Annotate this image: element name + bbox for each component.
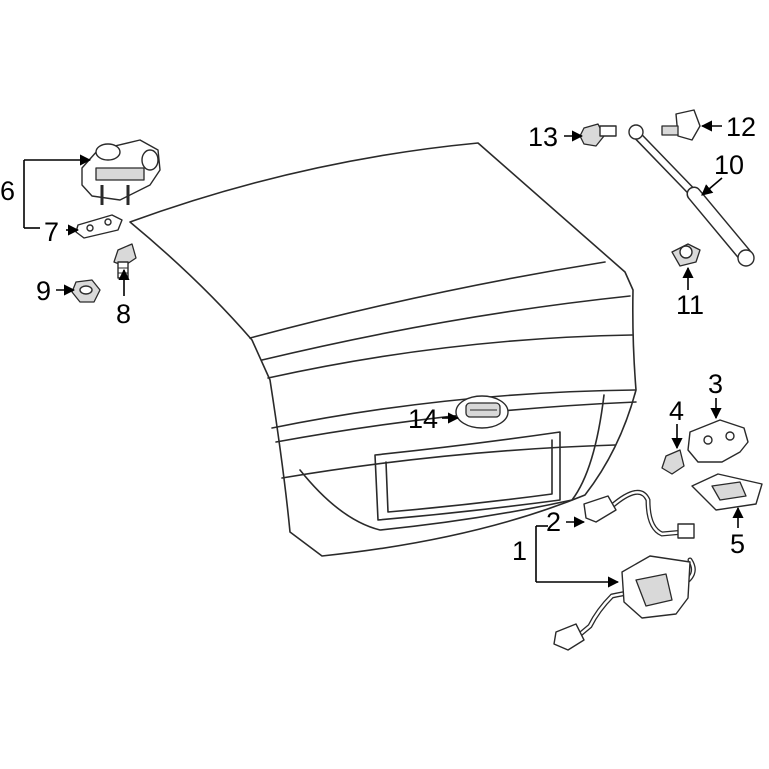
clip-part-4 (661, 449, 685, 475)
callout-4: 4 (669, 396, 684, 426)
callout-7: 7 (44, 217, 59, 247)
callout-3: 3 (708, 369, 723, 399)
callout-9: 9 (36, 276, 51, 306)
callout-11: 11 (676, 290, 704, 320)
leader-lines (23, 120, 744, 588)
hinge-part (81, 139, 161, 205)
stud-bracket-part-12 (661, 109, 701, 141)
callout-5: 5 (730, 529, 745, 559)
callout-12: 12 (726, 112, 756, 142)
bolt-part-13 (579, 123, 617, 147)
lift-support-strut-part (628, 124, 755, 267)
nut-part-9 (71, 279, 101, 303)
callout-2: 2 (546, 507, 561, 537)
emblem-handle-part (455, 395, 509, 429)
latch-assembly-part (553, 555, 696, 651)
callout-8: 8 (116, 299, 131, 329)
callout-1: 1 (512, 536, 527, 566)
bolt-part-8 (113, 243, 137, 279)
ball-stud-part-11 (671, 243, 701, 267)
callout-6: 6 (0, 176, 15, 206)
callout-14: 14 (408, 404, 438, 434)
liftgate-outline (129, 142, 637, 557)
callout-10: 10 (714, 150, 744, 180)
shim-plate-part (75, 214, 123, 239)
callout-13: 13 (528, 122, 558, 152)
latch-bracket-part (687, 419, 749, 463)
striker-cover-part (691, 473, 763, 511)
switch-connector-part (583, 489, 695, 539)
